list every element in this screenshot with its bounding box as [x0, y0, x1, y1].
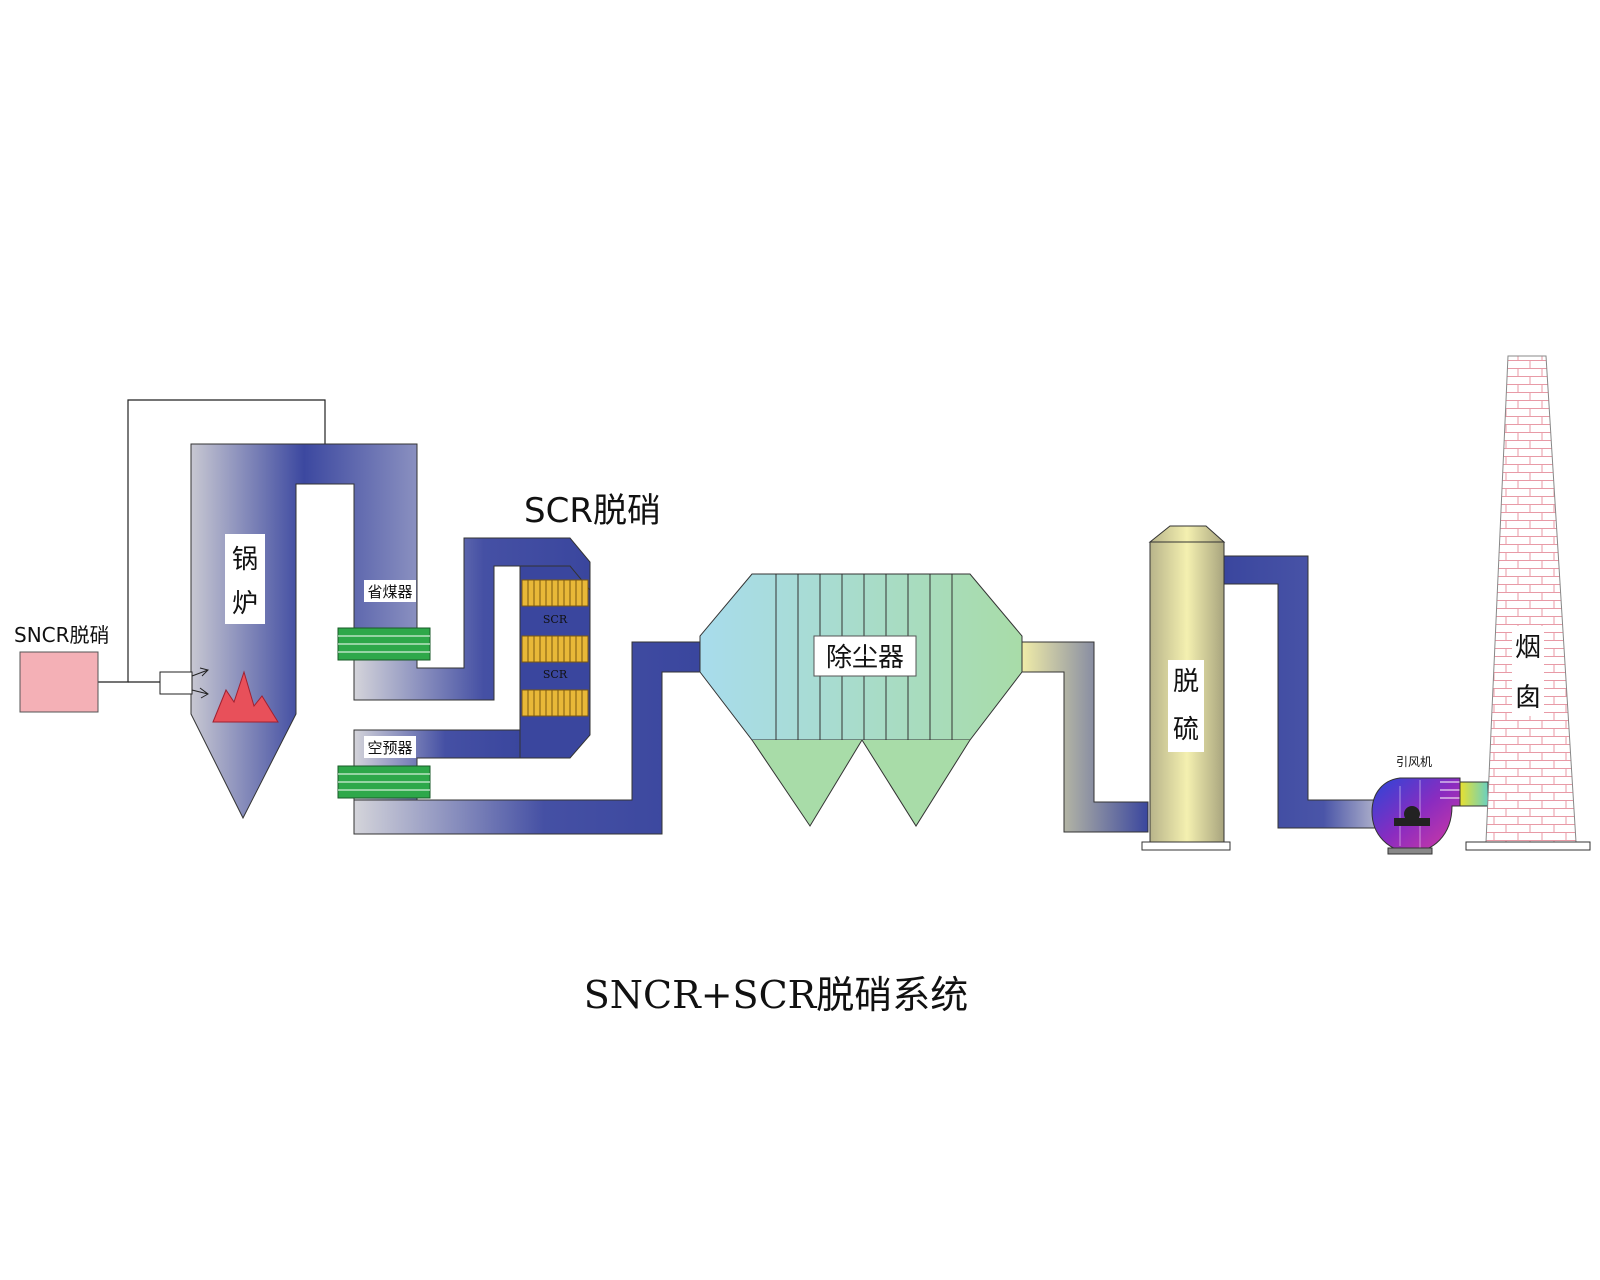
fan-label: 引风机	[1396, 755, 1432, 769]
sncr-unit-box	[19, 651, 99, 713]
air-preheater-label-box	[364, 736, 416, 758]
diagram-caption: SNCR+SCR脱硝系统	[584, 973, 969, 1017]
boiler-label-box	[225, 534, 265, 624]
desulfurization-tower	[1141, 525, 1231, 851]
chimney-label-1: 烟	[1515, 633, 1541, 663]
sncr-nozzle	[159, 667, 209, 699]
flame-icon	[212, 670, 279, 723]
scr-catalyst-layers	[521, 579, 589, 717]
boiler-label-1: 锅	[232, 545, 258, 575]
scr-title: SCR脱硝	[524, 491, 661, 531]
dust-collector-label: 除尘器	[826, 643, 904, 673]
economizer-label-box	[364, 580, 416, 602]
duct-desulfur-to-fan	[1223, 555, 1391, 829]
desulfur-label-1: 脱	[1173, 667, 1199, 697]
chimney	[1465, 355, 1591, 851]
sncr-label: SNCR脱硝	[14, 623, 110, 647]
scr-layer-1-label: SCR	[543, 613, 568, 626]
air-preheater-coils	[337, 765, 431, 799]
boiler-label-2: 炉	[232, 589, 258, 619]
economizer-label: 省煤器	[367, 583, 412, 601]
induced-draft-fan	[1371, 777, 1489, 855]
scr-layer-2-label: SCR	[543, 668, 568, 681]
desulfur-label-2: 硫	[1173, 715, 1199, 745]
chimney-label-2: 囱	[1515, 683, 1541, 713]
duct-dust-to-desulfur	[1021, 641, 1149, 833]
dust-collector	[699, 573, 1023, 827]
economizer-coils	[337, 627, 431, 661]
air-preheater-label: 空预器	[367, 739, 412, 757]
